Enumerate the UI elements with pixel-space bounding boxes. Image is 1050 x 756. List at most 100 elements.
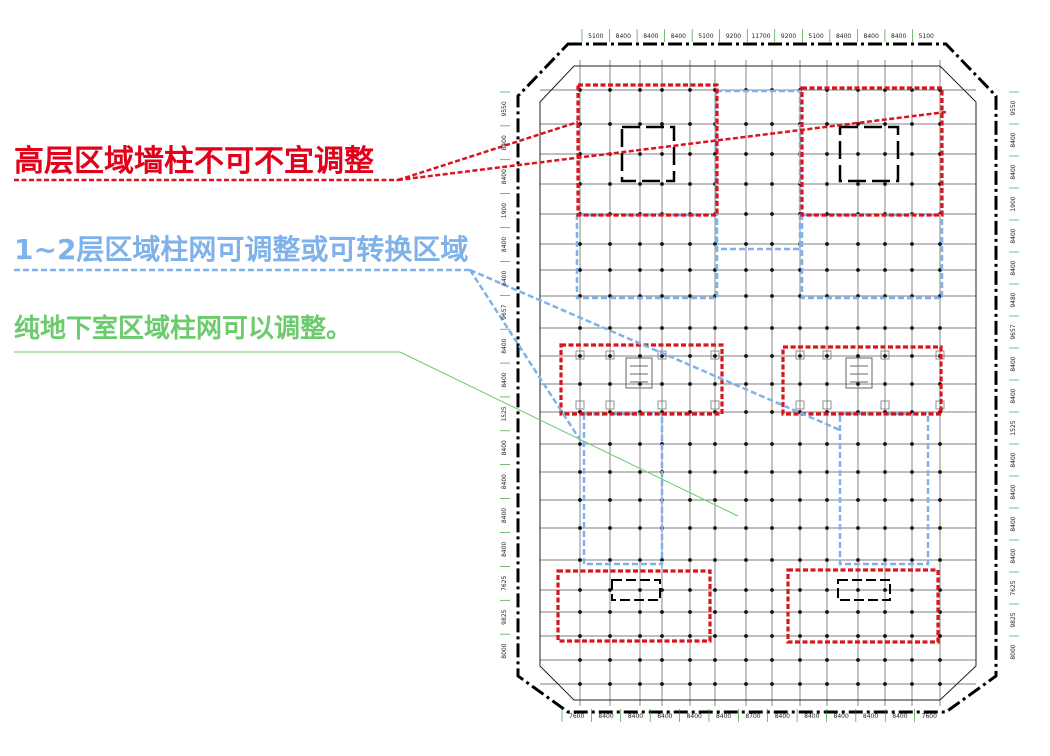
column	[770, 122, 774, 126]
column	[798, 558, 802, 562]
column	[744, 558, 748, 562]
dimension-label: 8400	[657, 713, 672, 720]
dimension-label: 8400	[628, 713, 643, 720]
column	[798, 498, 802, 502]
dimension-label: 8400	[501, 542, 508, 557]
dimension-label: 8400	[1010, 164, 1017, 179]
column	[770, 382, 774, 386]
column	[910, 682, 914, 686]
dimension-label: 8400	[834, 713, 849, 720]
column	[638, 268, 642, 272]
column	[713, 498, 717, 502]
column	[825, 122, 829, 126]
column	[883, 610, 887, 614]
column	[713, 442, 717, 446]
column	[578, 498, 582, 502]
column	[688, 610, 692, 614]
column	[883, 470, 887, 474]
column-square	[880, 350, 890, 360]
column	[883, 122, 887, 126]
column	[910, 354, 914, 358]
column-dots	[575, 88, 945, 686]
dimension-label: 8400	[501, 474, 508, 489]
column	[825, 242, 829, 246]
column	[770, 354, 774, 358]
column	[770, 182, 774, 186]
dimension-label: 8400	[1010, 228, 1017, 243]
dimension-label: 9550	[1010, 100, 1017, 115]
column	[638, 122, 642, 126]
column	[608, 326, 612, 330]
column	[856, 558, 860, 562]
column	[883, 588, 887, 592]
dimension-label: 8400	[1010, 356, 1017, 371]
column	[638, 526, 642, 530]
column	[578, 610, 582, 614]
dimension-label: 8400	[1010, 452, 1017, 467]
dimension-label: 9200	[726, 33, 741, 40]
dimension-label: 8400	[891, 33, 906, 40]
dimension-label: 9657	[501, 304, 508, 319]
column	[798, 442, 802, 446]
legend-basement-zone: 纯地下室区域柱网可以调整。	[14, 314, 353, 344]
dimension-label: 8400	[836, 33, 851, 40]
column	[770, 558, 774, 562]
dimension-label: 8400	[501, 338, 508, 353]
dimension-label: 8400	[1010, 260, 1017, 275]
column	[883, 382, 887, 386]
column	[744, 588, 748, 592]
column	[856, 442, 860, 446]
column	[883, 498, 887, 502]
column	[938, 498, 942, 502]
column	[825, 634, 829, 638]
column	[713, 242, 717, 246]
dimension-label: 8400	[1010, 516, 1017, 531]
dimension-label: 8400	[643, 33, 658, 40]
stair-cores	[625, 357, 873, 389]
dimension-label: 8400	[864, 33, 879, 40]
red-zones	[556, 83, 944, 644]
column	[660, 122, 664, 126]
column	[825, 498, 829, 502]
column	[608, 526, 612, 530]
column-square	[880, 400, 890, 410]
column	[638, 152, 642, 156]
column	[638, 682, 642, 686]
column	[578, 658, 582, 662]
column	[713, 526, 717, 530]
column-square	[575, 400, 585, 410]
column	[688, 498, 692, 502]
column	[713, 610, 717, 614]
column	[608, 588, 612, 592]
column	[660, 682, 664, 686]
column	[770, 588, 774, 592]
column	[910, 382, 914, 386]
column	[856, 682, 860, 686]
column	[688, 526, 692, 530]
column	[910, 242, 914, 246]
dimension-label: 5100	[808, 33, 823, 40]
column	[770, 152, 774, 156]
column	[688, 152, 692, 156]
dimension-label: 8400	[1010, 548, 1017, 563]
column	[578, 268, 582, 272]
column	[660, 242, 664, 246]
column	[910, 498, 914, 502]
column	[638, 382, 642, 386]
column	[744, 152, 748, 156]
column	[744, 498, 748, 502]
column	[744, 382, 748, 386]
column	[638, 442, 642, 446]
column	[608, 682, 612, 686]
dimension-label: 1525	[501, 406, 508, 421]
column	[608, 442, 612, 446]
column	[883, 354, 887, 358]
dimension-label: 9825	[1010, 612, 1017, 627]
column	[608, 182, 612, 186]
column	[910, 658, 914, 662]
dimension-label: 1525	[1010, 420, 1017, 435]
column	[883, 182, 887, 186]
column	[910, 526, 914, 530]
dimension-label: 1900	[1010, 196, 1017, 211]
column	[744, 442, 748, 446]
